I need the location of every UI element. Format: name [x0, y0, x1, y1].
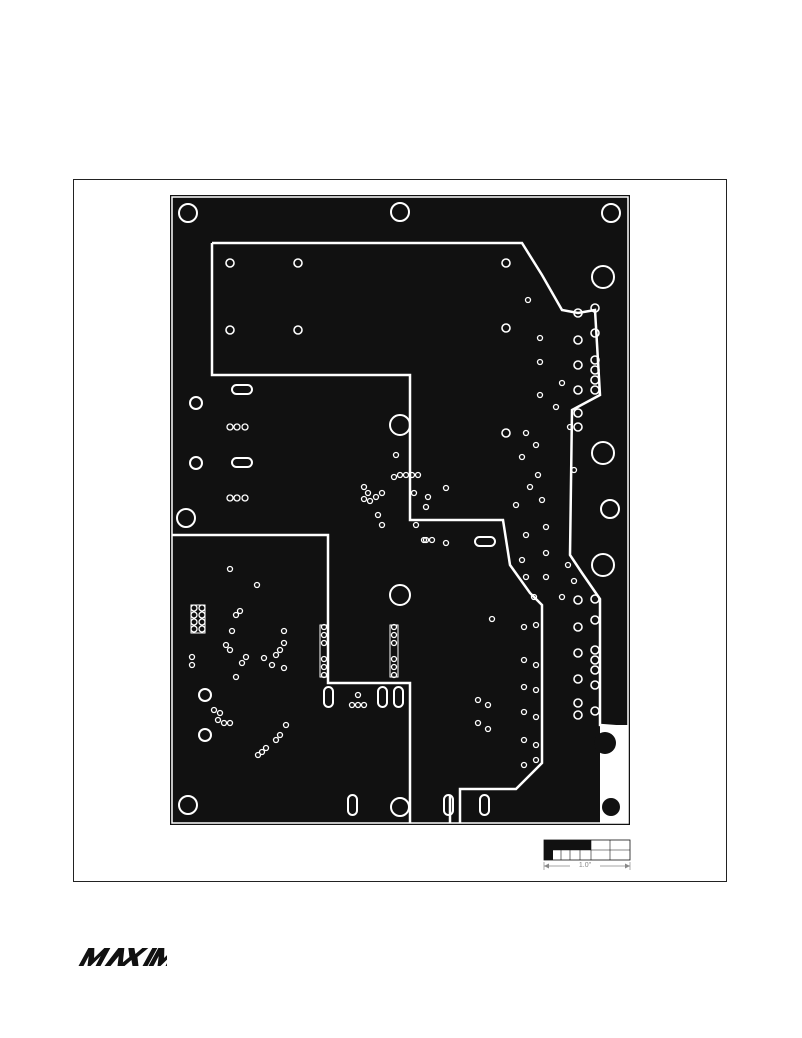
- connector-pads: [319, 624, 329, 678]
- connector-pads: [389, 624, 399, 678]
- small-via-holes: [188, 296, 578, 769]
- dark-pad: [594, 732, 616, 754]
- pcb-layout-figure: [170, 195, 630, 825]
- connector-pads: [190, 604, 206, 634]
- slot-holes: [231, 384, 496, 816]
- scale-bar: [543, 839, 631, 870]
- via-holes: [225, 258, 600, 720]
- plane-split-lines: [172, 241, 627, 823]
- mounting-holes: [176, 202, 621, 817]
- dark-pad: [602, 798, 620, 816]
- maxim-logo: [78, 948, 167, 966]
- scale-bar-label: 1.0": [570, 862, 600, 870]
- figure-frame: [73, 179, 727, 882]
